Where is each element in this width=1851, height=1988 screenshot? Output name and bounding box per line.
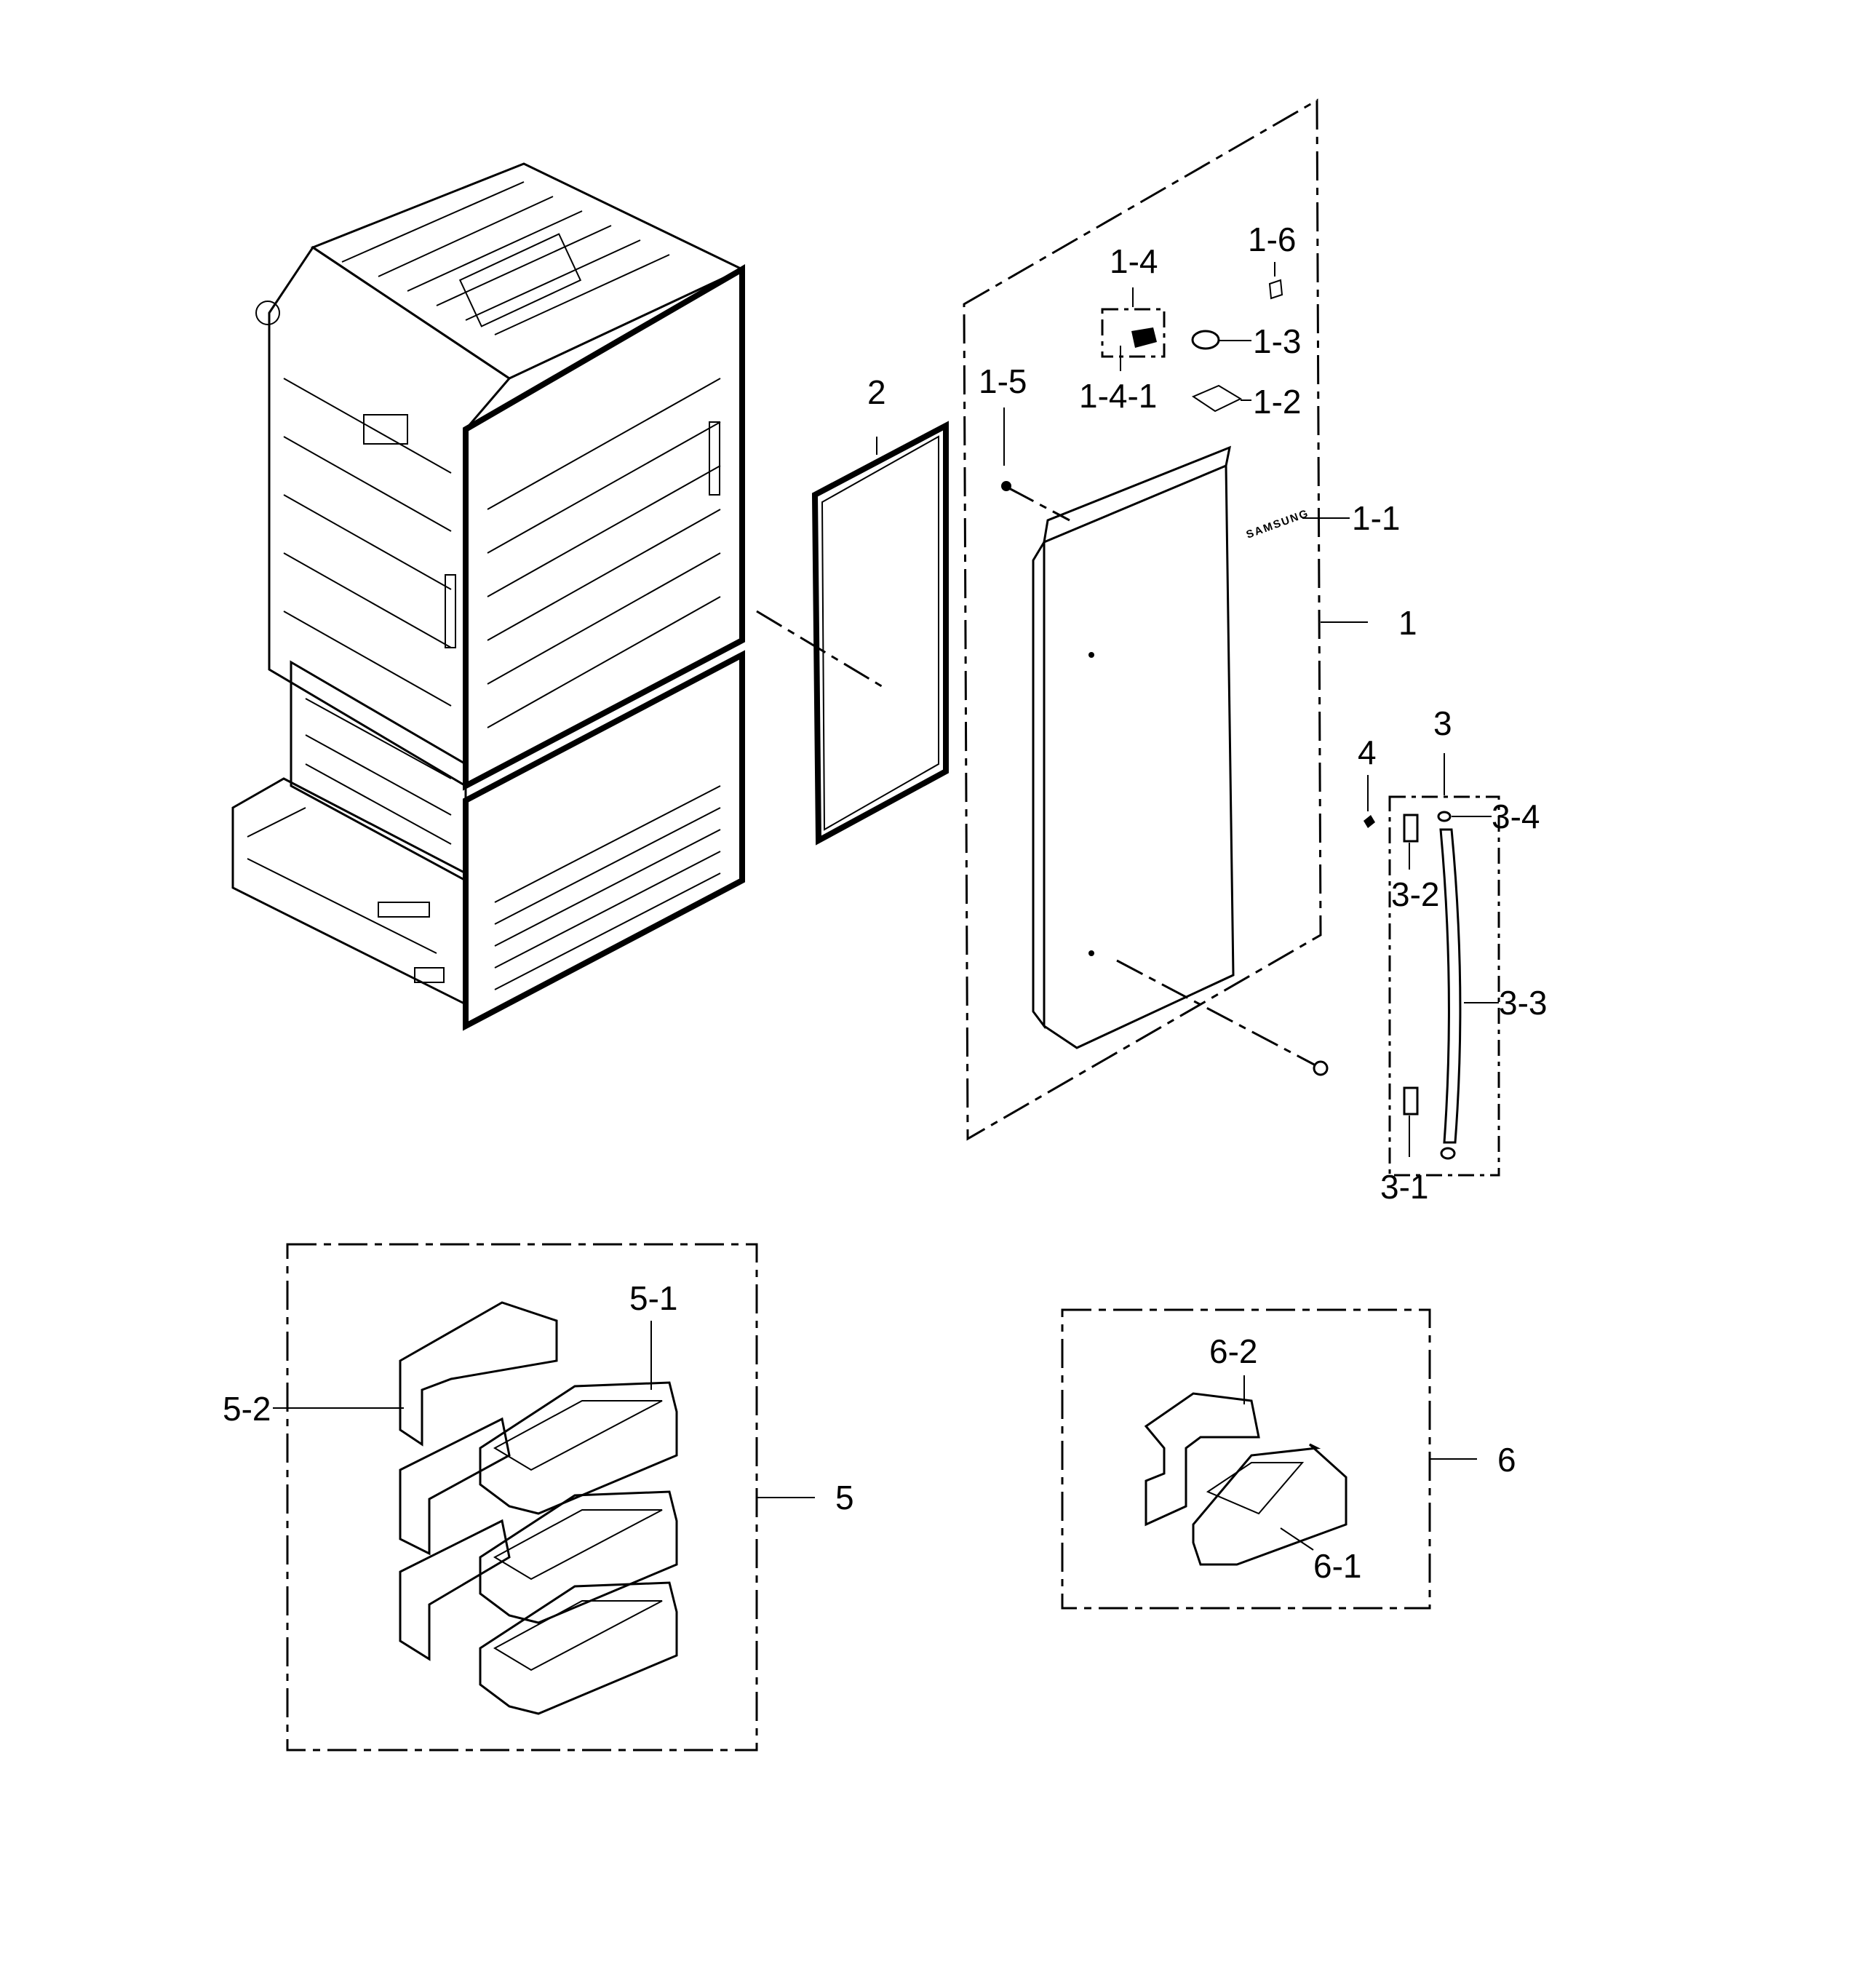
refrigerator-door: SAMSUNG [1032, 445, 1311, 1049]
label-1-3: 1-3 [1253, 322, 1301, 360]
label-4: 4 [1358, 733, 1377, 771]
door-assembly-boundary [963, 98, 1322, 1141]
upper-handle-bracket [1403, 814, 1419, 843]
label-3: 3 [1433, 704, 1452, 742]
label-1-4-1: 1-4-1 [1079, 377, 1157, 415]
label-6-1-leader [1280, 1527, 1314, 1551]
lower-hinge-pin [1313, 1060, 1329, 1076]
door-gasket [811, 421, 949, 846]
label-1-4: 1-4 [1110, 242, 1158, 280]
hinge-subassembly-box [1101, 308, 1166, 358]
hinge-bracket-part [1191, 384, 1243, 413]
handle-screw [1364, 815, 1375, 828]
label-5-1: 5-1 [629, 1279, 677, 1317]
label-5: 5 [835, 1479, 854, 1516]
label-3-3: 3-3 [1499, 984, 1547, 1022]
upper-hinge-part [1131, 327, 1157, 348]
door-bin-pair [1144, 1392, 1348, 1566]
label-1: 1 [1398, 604, 1417, 642]
gasket-leader-dash [756, 610, 885, 689]
hinge-pin-1-5 [1001, 481, 1011, 491]
label-6: 6 [1497, 1441, 1516, 1479]
handle-end-cap-top [1437, 811, 1452, 822]
door-bin-stack [399, 1301, 678, 1715]
door-bins-box [286, 1243, 758, 1752]
refrigerator-cabinet [231, 162, 745, 1031]
door-handle-bar [1439, 828, 1462, 1144]
label-3-4: 3-4 [1492, 798, 1540, 835]
label-5-2: 5-2 [223, 1390, 271, 1428]
label-1-6: 1-6 [1248, 220, 1296, 258]
upper-hinge-dash [1007, 486, 1070, 522]
label-1-5: 1-5 [979, 362, 1027, 400]
door-brand-logo: SAMSUNG [1245, 507, 1311, 541]
label-1-2: 1-2 [1253, 383, 1301, 421]
handle-end-cap-bottom [1440, 1147, 1456, 1160]
lower-hinge-dash [1116, 959, 1318, 1067]
lower-handle-bracket [1403, 1086, 1419, 1116]
label-6-1: 6-1 [1313, 1547, 1361, 1585]
hinge-cover-part [1191, 330, 1220, 350]
label-1-1: 1-1 [1352, 499, 1400, 537]
label-3-2: 3-2 [1391, 875, 1439, 913]
label-3-1: 3-1 [1380, 1168, 1428, 1206]
label-2: 2 [867, 373, 886, 411]
handle-assembly-box [1388, 795, 1500, 1177]
label-6-2: 6-2 [1209, 1332, 1257, 1370]
hinge-cap-part [1268, 279, 1283, 300]
